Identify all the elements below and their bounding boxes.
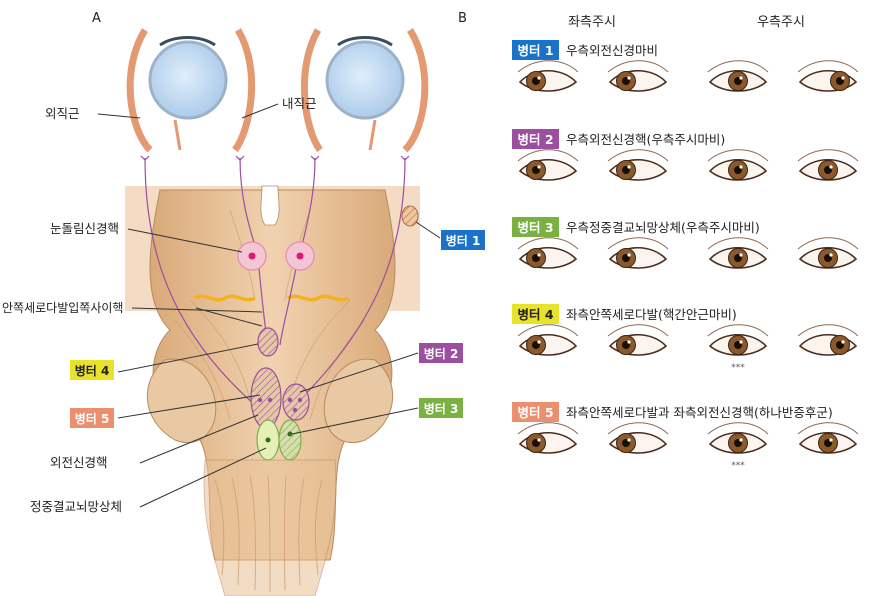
wavy-line-left [194,294,256,302]
row-description: 우측외전신경핵(우측주시마비) [566,132,725,147]
lesion-row: 병터 2 우측외전신경핵(우측주시마비) [512,129,859,181]
panel-a: A [2,11,485,596]
right-gaze-eye [797,149,859,181]
right-gaze-eye [797,237,859,269]
wavy-line-right [287,294,349,302]
lesion-row: 병터 5 좌측안쪽세로다발과 좌측외전신경핵(하나반증후군) *** [512,402,859,471]
svg-text:병터 5: 병터 5 [75,411,110,426]
label-lateral-rectus: 외직근 [45,106,80,121]
left-gaze-eye [517,237,579,269]
left-eyeball [126,28,256,153]
panel-a-letter: A [92,11,101,26]
left-gaze-eye [607,149,669,181]
right-gaze-eye [797,422,859,454]
leader-lines [97,103,441,508]
lesion-row: 병터 3 우측정중결교뇌망상체(우측주시마비) [512,217,859,269]
svg-text:병터 4: 병터 4 [75,363,110,378]
nystagmus-mark: *** [731,461,745,471]
right-gaze-eye [707,149,769,181]
nystagmus-mark: *** [731,363,745,373]
lesion-2-area [282,383,310,421]
right-eyeball [300,28,429,153]
left-gaze-eye [607,237,669,269]
right-gaze-eye [707,237,769,269]
right-gaze-eye [707,324,769,356]
lesion-badge-4: 병터 4 [70,360,114,380]
col-header-left-gaze: 좌측주시 [568,15,616,30]
lesion-3-area [278,419,302,461]
nerve-ends [140,155,410,161]
right-gaze-eye [797,60,859,92]
right-gaze-eye [707,422,769,454]
row-badge-label: 병터 4 [517,307,553,322]
lesion-badge-3: 병터 3 [419,398,463,418]
row-badge-label: 병터 1 [517,43,553,58]
col-header-right-gaze: 우측주시 [757,15,805,30]
row-badge [512,40,559,60]
label-pprf: 정중결교뇌망상체 [30,499,122,514]
row-description: 좌측안쪽세로다발(핵간안근마비) [566,307,737,322]
lesion-badge-2: 병터 2 [419,343,463,363]
svg-text:병터 3: 병터 3 [424,401,459,416]
row-badge [512,402,559,422]
row-badge [512,217,559,237]
left-gaze-eye [607,422,669,454]
lesion-row: 병터 1 우측외전신경마비 [512,40,859,92]
row-badge [512,304,559,324]
lesion-1-area [401,205,419,227]
oculomotor-dot-right [296,252,304,260]
medulla [203,459,337,596]
label-mlf: 안쪽세로다발입쪽사이핵 [2,301,123,315]
lesion-row: 병터 4 좌측안쪽세로다발(핵간안근마비) *** [512,304,859,373]
label-oculomotor-nucleus: 눈돌림신경핵 [50,221,119,236]
lesion-badge-1: 병터 1 [441,230,485,250]
oculomotor-dot-left [248,252,256,260]
left-gaze-eye [517,324,579,356]
row-badge-label: 병터 3 [517,220,553,235]
right-lobe [323,358,394,444]
left-lobe [146,358,217,444]
left-gaze-eye [517,149,579,181]
midline-notch [260,185,280,226]
row-badge-label: 병터 2 [517,132,553,147]
row-badge-label: 병터 5 [517,405,553,420]
right-gaze-eye [707,60,769,92]
row-description: 우측정중결교뇌망상체(우측주시마비) [566,220,760,235]
lesion-4-area [257,327,279,357]
left-gaze-eye [607,60,669,92]
nucleus-dots [257,397,303,413]
right-gaze-eye [797,324,859,356]
pprf-dot-left [265,437,271,443]
left-gaze-eye [517,422,579,454]
row-description: 좌측안쪽세로다발과 좌측외전신경핵(하나반증후군) [566,405,833,420]
row-badge [512,129,559,149]
svg-text:병터 2: 병터 2 [424,346,459,361]
left-gaze-eye [517,60,579,92]
label-abducens-nucleus: 외전신경핵 [50,455,108,470]
panel-b-letter: B [458,11,467,26]
lesion-badge-5: 병터 5 [70,408,114,428]
svg-text:병터 1: 병터 1 [446,233,481,248]
lesion-5-area [250,367,282,429]
label-medial-rectus: 내직근 [282,96,317,111]
row-description: 우측외전신경마비 [566,43,658,58]
pprf-dot-right [287,431,293,437]
left-gaze-eye [607,324,669,356]
